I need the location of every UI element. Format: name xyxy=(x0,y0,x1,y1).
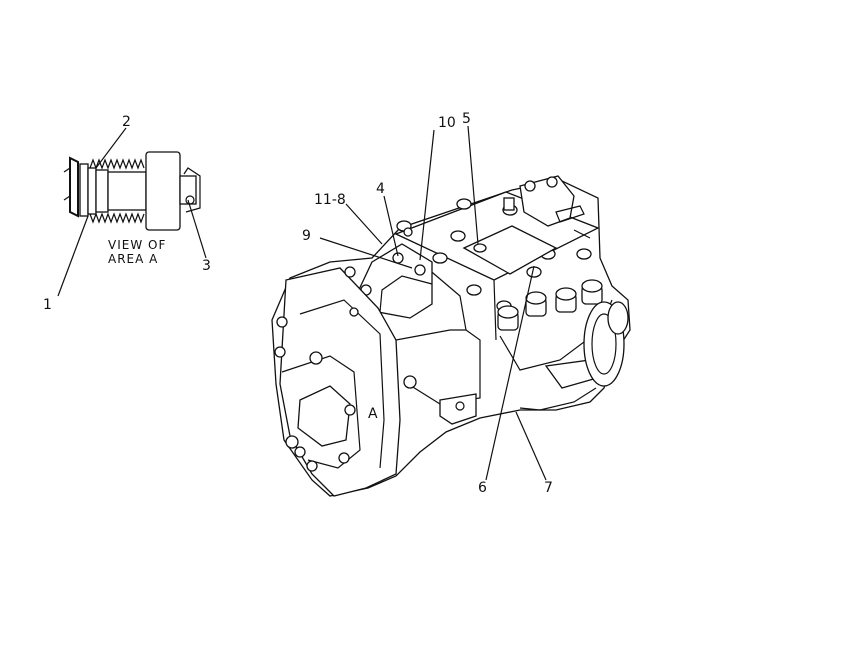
callout-10: 10 xyxy=(438,115,456,131)
linkage-bolt xyxy=(524,180,536,192)
view-caption-line1: VIEW OF xyxy=(108,238,166,252)
bracket-edge xyxy=(63,167,71,201)
front-housing-edge xyxy=(299,299,385,469)
linkage-bolt xyxy=(546,176,558,188)
foot-hole xyxy=(455,401,465,411)
governor-cover-plate xyxy=(462,225,558,275)
body-plug xyxy=(403,375,417,389)
disc-stack xyxy=(79,163,109,217)
callout-2: 2 xyxy=(122,114,131,130)
linkage-arm xyxy=(555,205,591,239)
callout-6: 6 xyxy=(478,480,487,496)
spring-bottom xyxy=(89,212,145,224)
callout-9: 9 xyxy=(302,228,311,244)
leader-2 xyxy=(95,127,127,169)
leader-11-8 xyxy=(345,203,383,245)
cover-face xyxy=(379,275,433,313)
leader-6 xyxy=(485,265,535,481)
bracket-plate xyxy=(69,156,79,218)
callout-5: 5 xyxy=(462,111,471,127)
leader-7 xyxy=(515,411,547,481)
area-a-boss xyxy=(297,385,351,447)
view-caption-line2: AREA A xyxy=(108,252,158,266)
drive-shaft xyxy=(607,301,629,335)
leader-1 xyxy=(57,215,89,297)
callout-7: 7 xyxy=(544,480,553,496)
cover-side-edge xyxy=(419,261,497,341)
area-a-marker: A xyxy=(368,406,378,422)
cover-bolt xyxy=(414,264,426,276)
fuel-pump-assembly: A xyxy=(271,175,631,497)
callout-1: 1 xyxy=(43,297,52,313)
front-bolts xyxy=(274,266,359,472)
plate-screw xyxy=(473,243,487,253)
leader-4 xyxy=(383,195,399,257)
callout-labels: 1 2 3 4 5 6 7 9 10 11-8 xyxy=(43,111,553,496)
linkage-stop xyxy=(503,197,515,211)
callout-4: 4 xyxy=(376,181,385,197)
shaft-clip xyxy=(183,167,201,213)
delivery-valve-holders xyxy=(497,279,603,331)
weight-housing xyxy=(145,151,181,231)
leader-10 xyxy=(419,129,435,261)
sleeve xyxy=(107,171,147,211)
detail-view-area-a: VIEW OF AREA A xyxy=(63,151,201,266)
leader-9 xyxy=(319,237,413,269)
pulley-groove xyxy=(591,313,617,375)
base-edge xyxy=(519,387,597,411)
leader-5 xyxy=(467,125,479,245)
clip-pin xyxy=(185,195,195,205)
callout-3: 3 xyxy=(202,258,211,274)
leader-lines xyxy=(57,125,547,481)
leader-3 xyxy=(187,199,207,259)
callout-11-8: 11-8 xyxy=(314,192,346,208)
cover-bolt xyxy=(403,227,413,237)
spring-top xyxy=(89,158,145,170)
